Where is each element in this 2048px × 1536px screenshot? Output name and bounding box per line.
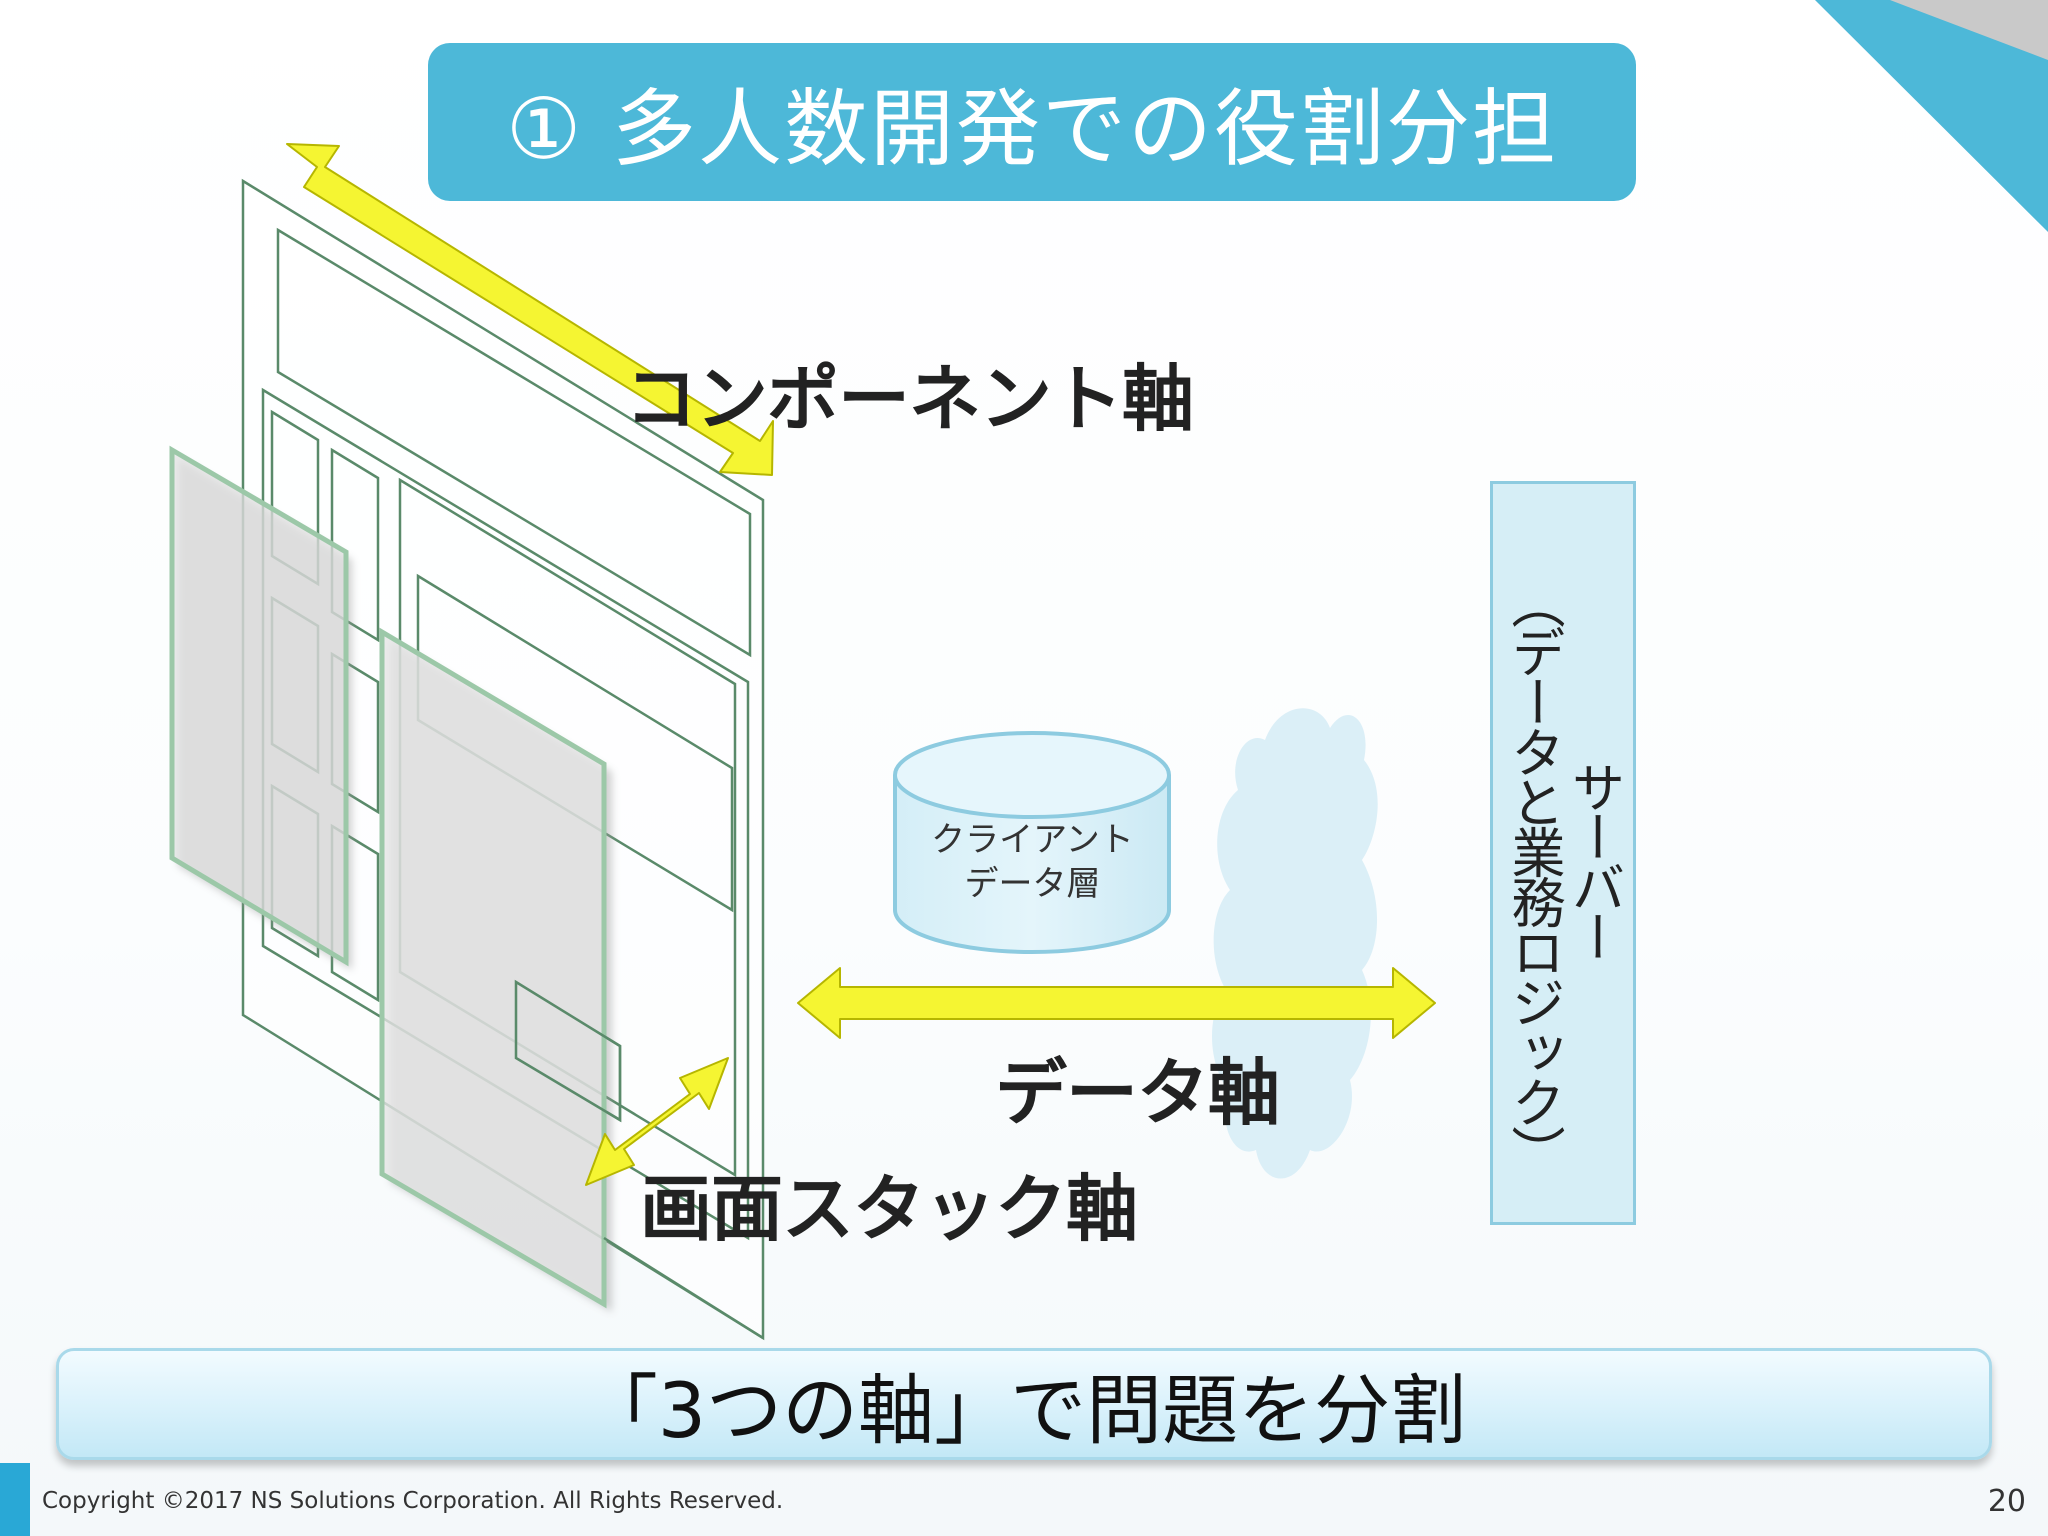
database-label-line1: クライアント [931,820,1134,860]
slide-title: ① 多人数開発での役割分担 [505,79,1558,178]
server-label: サーバー （データと業務ロジック） [1492,575,1634,1175]
database-cylinder-icon [893,731,1171,954]
data-axis-label: データ軸 [995,1051,1280,1135]
screen-stack-panel-back [169,445,352,970]
data-axis-arrow [797,967,1436,1039]
screen-stack-axis-label: 画面スタック軸 [640,1167,1138,1251]
server-subtitle: （データと業務ロジック） [1502,575,1565,1175]
cloud-shape [1212,708,1378,1179]
copyright-text: Copyright ©2017 NS Solutions Corporation… [42,1488,784,1514]
summary-banner: 「3つの軸」で問題を分割 [56,1348,1992,1460]
database-label-line2: データ層 [964,864,1101,904]
page-number: 20 [1987,1484,2026,1519]
corner-decoration [1815,0,2048,232]
server-box [1490,481,1636,1225]
footer-accent-bar [0,1463,30,1536]
component-axis-label: コンポーネント軸 [625,357,1194,441]
screen-stack-axis-arrow [585,1057,729,1186]
server-title: サーバー [1562,760,1625,960]
title-banner: ① 多人数開発での役割分担 [428,43,1636,201]
database-label: クライアント データ層 [895,818,1170,906]
summary-text: 「3つの軸」で問題を分割 [581,1366,1467,1455]
component-axis-arrow [286,143,774,476]
screen-stack-panel-front [379,627,764,1340]
